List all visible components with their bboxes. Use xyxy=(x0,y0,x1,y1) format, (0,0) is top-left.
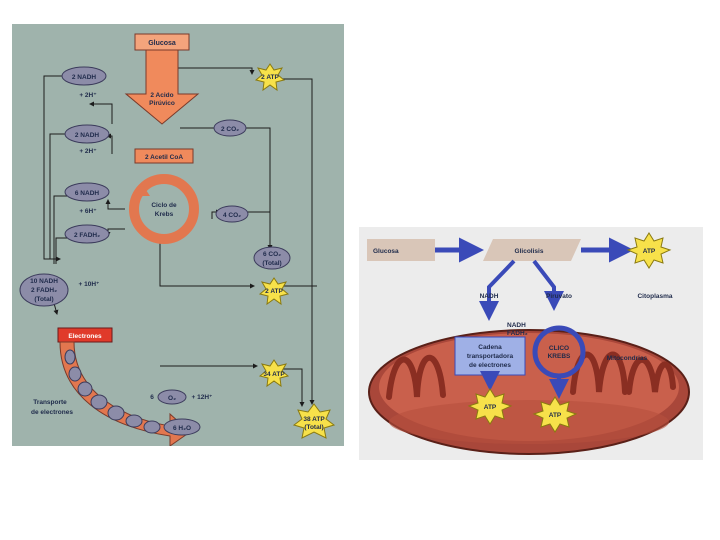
glycolysis-box xyxy=(483,239,581,261)
co2-4-label: 4 CO₂ xyxy=(223,212,241,219)
mitochondria-diagram-svg: Glucosa Glicolisis ATP NADH Piruvato Cit… xyxy=(367,232,690,455)
atp-star-left xyxy=(467,388,513,425)
glucose-box-right xyxy=(367,239,435,261)
co2-pill-2 xyxy=(215,205,249,223)
co2-pill-1 xyxy=(213,119,247,137)
h-10-label: + 10H⁺ xyxy=(79,281,100,288)
h-12-label: + 12H⁺ xyxy=(192,394,213,401)
chain-label-3: de electrones xyxy=(469,362,511,369)
mitochondria-label: Mitocondrias xyxy=(607,355,648,362)
glycolysis-label: Glicolisis xyxy=(515,248,544,255)
krebs-ring-right xyxy=(532,325,586,379)
krebs-label-1: Ciclo de xyxy=(151,202,177,209)
total-label-1: 10 NADH xyxy=(30,278,58,285)
pyruvate-label: Piruvato xyxy=(546,293,572,300)
nadh-pill-3 xyxy=(64,182,110,202)
nadh2-label: NADH xyxy=(507,322,526,329)
krebs-label-2: Krebs xyxy=(155,211,174,218)
h-6-label: + 6H⁺ xyxy=(79,208,96,215)
glucose-right-label: Glucosa xyxy=(373,248,399,255)
atp-total-label-2: (Total) xyxy=(304,424,323,431)
nadh-6-label: 6 NADH xyxy=(75,190,100,197)
h-2b-label: + 2H⁺ xyxy=(79,148,96,155)
co2-2-label: 2 CO₂ xyxy=(221,126,239,133)
transport-label-1: Transporte xyxy=(33,399,67,406)
co2-total-label-2: (Total) xyxy=(262,260,281,267)
o2-coefficient: 6 xyxy=(150,394,154,401)
electrons-label: Electrones xyxy=(68,333,102,340)
chain-label-2: transportadora xyxy=(467,353,514,360)
co2-total-pill xyxy=(253,246,291,270)
respiration-diagram-svg: Glucosa 2 Acido Pirúvico 2 NADH + 2H⁺ 2 … xyxy=(19,33,336,447)
atp-2a-label: 2 ATP xyxy=(261,74,279,81)
glycolysis-to-pyruvate-arrow xyxy=(532,259,564,311)
atp-star-right xyxy=(532,396,578,433)
water-pill xyxy=(163,418,201,436)
atp-2b-label: 2 ATP xyxy=(265,288,283,295)
h-2-label: + 2H⁺ xyxy=(79,92,96,99)
atp-34-label: 34 ATP xyxy=(263,371,285,378)
cytoplasm-label: Citoplasma xyxy=(637,293,672,300)
o2-label: O₂ xyxy=(168,395,176,402)
pyruvic-label-1: 2 Acido xyxy=(150,92,173,99)
atp-top-label: ATP xyxy=(643,248,656,255)
fadh-2-label: 2 FADH₂ xyxy=(74,232,100,239)
nadh-right-label: NADH xyxy=(480,293,499,300)
total-label-2: 2 FADH₂ xyxy=(31,287,57,294)
acetyl-coa-box xyxy=(134,148,194,164)
cycle-label-1: CLICO xyxy=(549,345,569,352)
nadh-2-label: 2 NADH xyxy=(72,74,97,81)
atp-star-2 xyxy=(258,277,290,306)
transport-label-2: de electrones xyxy=(31,409,73,416)
atp-total-label-1: 38 ATP xyxy=(303,416,325,423)
acetyl-label: 2 Acetil CoA xyxy=(145,154,183,161)
nadh-pill-1 xyxy=(61,66,107,86)
atp-left-label: ATP xyxy=(484,404,497,411)
chain-label-1: Cadena xyxy=(478,344,502,351)
glucose-label: Glucosa xyxy=(148,40,176,47)
co2-total-label-1: 6 CO₂ xyxy=(263,251,281,258)
fadh-pill xyxy=(64,224,110,244)
krebs-cycle-ring xyxy=(129,174,199,244)
fadh2-label: FADH₂ xyxy=(507,330,528,337)
atp-total-star xyxy=(292,403,336,439)
atp-star-3 xyxy=(258,359,290,388)
mitochondrion-shadow xyxy=(389,400,669,444)
krebs-arrow-head xyxy=(134,184,150,196)
total-label-3: (Total) xyxy=(34,296,53,303)
o2-pill xyxy=(157,389,187,405)
flow-arrows xyxy=(43,67,317,407)
water-label: 6 H₂O xyxy=(173,425,191,432)
atp-star-1 xyxy=(254,63,286,92)
electrons-box xyxy=(57,327,113,343)
transport-discs xyxy=(64,349,161,434)
mitochondria-diagram: Glucosa Glicolisis ATP NADH Piruvato Cit… xyxy=(359,227,703,460)
respiration-diagram: Glucosa 2 Acido Pirúvico 2 NADH + 2H⁺ 2 … xyxy=(12,24,344,447)
total-pill xyxy=(19,273,69,307)
nadh-pill-2 xyxy=(64,124,110,144)
glycolysis-arrow xyxy=(124,49,200,125)
atp-star-top xyxy=(626,232,672,269)
cycle-label-2: KREBS xyxy=(548,353,571,360)
glycolysis-to-nadh-arrow xyxy=(479,259,516,321)
nadh-2b-label: 2 NADH xyxy=(75,132,100,139)
atp-right-label: ATP xyxy=(549,412,562,419)
pyruvic-label-2: Pirúvico xyxy=(149,100,175,107)
